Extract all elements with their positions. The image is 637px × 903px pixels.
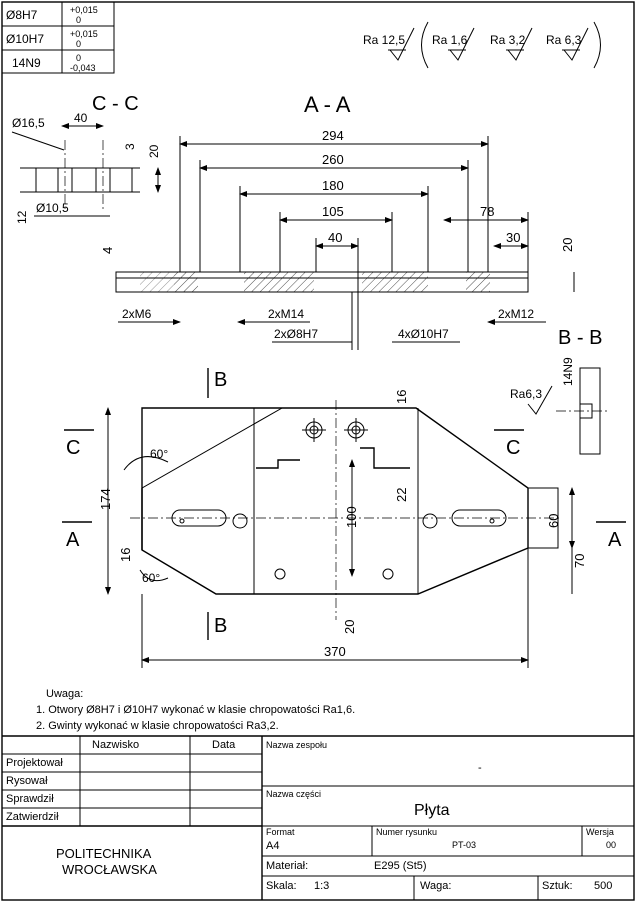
section-cc-title: C - C [92,93,139,115]
tb-format-label: Format [266,827,295,837]
tb-institution-1: POLITECHNIKA [56,846,152,861]
plan-dim-70: 70 [572,554,587,568]
tb-format-value: A4 [266,840,280,852]
aa-dim-105: 105 [322,204,344,219]
tol-fit-0: Ø8H7 [6,8,38,22]
title-block [2,735,634,900]
section-aa: A - A 294 260 180 105 40 78 30 20 4 [100,92,575,350]
roughness-symbols: Ra 12,5 Ra 1,6 Ra 3,2 Ra 6,3 [363,21,601,69]
tb-scale-label: Skala: [266,880,297,892]
bb-dim-14n9: 14N9 [561,357,575,386]
tb-institution-2: WROCŁAWSKA [62,862,157,877]
aa-label-m12: 2xM12 [498,307,534,321]
tb-qty-value: 500 [594,880,613,892]
section-bb: B - B 14N9 Ra6,3 [510,327,610,455]
aa-dim-260: 260 [322,152,344,167]
tb-row-1: Rysował [6,775,48,787]
aa-dim-78: 78 [480,204,494,219]
tb-part-value: Płyta [414,802,450,819]
plan-view: B B C C A A 174 16 16 100 22 60 70 20 37… [62,368,626,668]
marker-a-left: A [66,529,80,551]
marker-a-right: A [608,529,622,551]
tb-scale-value: 1:3 [314,880,330,892]
tb-material-value: E295 (St5) [374,860,427,872]
tolerance-table: Ø8H7 +0,015 0 Ø10H7 +0,015 0 14N9 0 -0,0… [1,1,115,74]
aa-dim-4: 4 [100,247,115,254]
marker-c-right: C [506,437,520,459]
cc-dim-20: 20 [147,144,161,158]
section-cc: C - C 40 Ø16,5 3 20 12 Ø10,5 [11,93,161,224]
cc-dim-3: 3 [123,143,137,150]
plan-dim-60: 60 [546,514,561,528]
tb-qty-label: Sztuk: [542,880,573,892]
aa-dim-180: 180 [322,178,344,193]
section-aa-title: A - A [304,92,351,117]
tb-drawingno-label: Numer rysunku [376,827,438,837]
plate-outline [141,407,529,595]
plan-dim-22: 22 [394,488,409,502]
cc-dim-40: 40 [74,111,88,125]
note-2: 2. Gwinty wykonać w klasie chropowatości… [36,720,279,732]
plan-angle-2: 60° [142,571,160,585]
cc-dim-d165: Ø16,5 [12,116,45,130]
tb-team-value: - [478,762,482,774]
tb-version-value: 00 [606,840,617,850]
tb-row-0: Projektował [6,757,63,769]
roughness-3: Ra 6,3 [546,33,582,47]
plan-dim-16b: 16 [394,390,409,404]
plan-dim-16a: 16 [118,548,133,562]
roughness-main: Ra 12,5 [363,33,405,47]
aa-label-m6: 2xM6 [122,307,152,321]
roughness-2: Ra 3,2 [490,33,526,47]
tb-part-label: Nazwa części [266,789,322,799]
aa-label-m14: 2xM14 [268,307,304,321]
marker-b-bottom: B [214,615,227,637]
aa-dim-20: 20 [560,238,575,252]
bb-ra: Ra6,3 [510,387,542,401]
tol-lower-1: 0 [76,39,81,49]
aa-dim-40: 40 [328,230,342,245]
notes-title: Uwaga: [46,688,84,700]
tb-drawingno-value: PT-03 [452,840,477,850]
section-bb-title: B - B [558,327,602,349]
tol-lower-2: -0,043 [70,63,96,73]
marker-b-top: B [214,369,227,391]
tb-col-date: Data [212,739,236,751]
tb-row-3: Zatwierdził [6,811,59,823]
tb-team-label: Nazwa zespołu [266,740,328,750]
tol-lower-0: 0 [76,15,81,25]
cc-dim-d105: Ø10,5 [36,201,69,215]
tol-fit-2: 14N9 [12,56,41,70]
roughness-1: Ra 1,6 [432,33,468,47]
aa-label-h8: 2xØ8H7 [274,327,318,341]
tb-row-2: Sprawdził [6,793,54,805]
plan-dim-370: 370 [324,644,346,659]
aa-label-h10: 4xØ10H7 [398,327,449,341]
plan-dim-100: 100 [344,506,359,528]
tb-version-label: Wersja [586,827,614,837]
tol-fit-1: Ø10H7 [6,32,44,46]
plan-dim-20: 20 [342,620,357,634]
tb-material-label: Materiał: [266,860,309,872]
tol-upper-2: 0 [76,53,81,63]
tol-upper-1: +0,015 [70,29,98,39]
aa-dim-30: 30 [506,230,520,245]
tb-weight-label: Waga: [420,880,452,892]
plan-dim-174: 174 [98,488,113,510]
cc-dim-12: 12 [15,210,29,224]
tol-upper-0: +0,015 [70,5,98,15]
note-1: 1. Otwory Ø8H7 i Ø10H7 wykonać w klasie … [36,704,356,716]
marker-c-left: C [66,437,80,459]
tb-col-name: Nazwisko [92,739,140,751]
aa-dim-294: 294 [322,128,344,143]
